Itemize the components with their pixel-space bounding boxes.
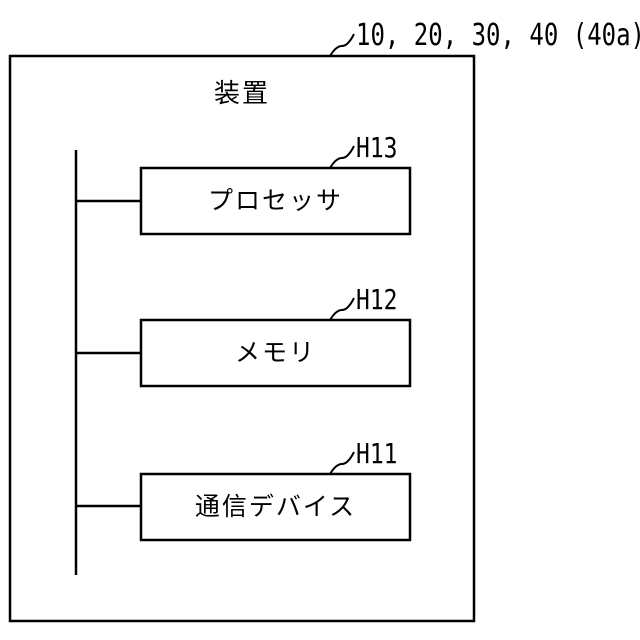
comm-device-reference-label: H11	[356, 440, 397, 468]
memory-label: メモリ	[141, 340, 410, 365]
device-title: 装置	[214, 81, 270, 107]
processor-label: プロセッサ	[141, 188, 410, 213]
comm-device-leader-line	[330, 452, 354, 474]
device-leader-line	[330, 34, 354, 56]
device-reference-label: 10, 20, 30, 40 (40a)	[356, 21, 640, 51]
memory-leader-line	[330, 298, 354, 320]
processor-reference-label: H13	[356, 134, 397, 162]
processor-leader-line	[330, 146, 354, 168]
memory-reference-label: H12	[356, 286, 397, 314]
comm-device-label: 通信デバイス	[141, 494, 410, 519]
